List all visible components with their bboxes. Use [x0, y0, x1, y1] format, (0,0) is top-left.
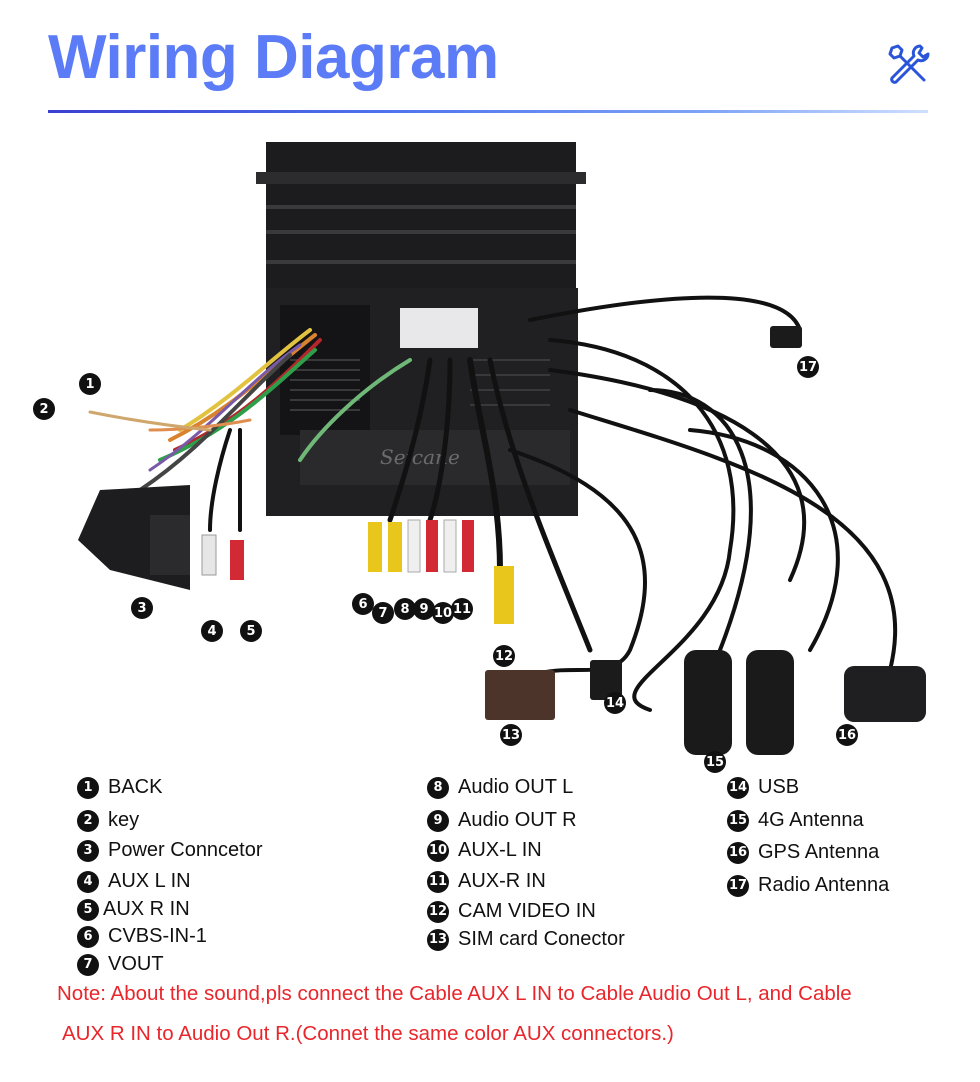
- note-line-1: Note: About the sound,pls connect the Ca…: [57, 982, 852, 1005]
- radio-chassis: Seicane: [256, 142, 586, 516]
- callout-2: 2: [33, 398, 55, 420]
- callout-9: 9: [413, 598, 435, 620]
- tools-icon: [888, 44, 930, 84]
- gps-antenna: [844, 666, 926, 722]
- callout-10: 10: [432, 602, 454, 624]
- note-line-2: AUX R IN to Audio Out R.(Connet the same…: [62, 1022, 674, 1045]
- title-divider: [48, 110, 928, 113]
- callout-12: 12: [493, 645, 515, 667]
- callout-13: 13: [500, 724, 522, 746]
- callout-4: 4: [201, 620, 223, 642]
- callout-14: 14: [604, 692, 626, 714]
- 4g-antenna-left: [684, 650, 732, 755]
- callout-1: 1: [79, 373, 101, 395]
- callout-17: 17: [797, 356, 819, 378]
- callout-16: 16: [836, 724, 858, 746]
- callout-7: 7: [372, 602, 394, 624]
- page-title: Wiring Diagram: [48, 23, 499, 92]
- head-unit-photo: Seicane: [78, 142, 926, 755]
- sim-connector: [485, 670, 555, 720]
- callout-15: 15: [704, 751, 726, 773]
- callout-11: 11: [451, 598, 473, 620]
- 4g-antenna-right: [746, 650, 794, 755]
- callout-5: 5: [240, 620, 262, 642]
- callout-3: 3: [131, 597, 153, 619]
- usb-plug: [590, 660, 622, 700]
- callout-6: 6: [352, 593, 374, 615]
- rca-plugs: [201, 519, 514, 624]
- radio-antenna-connector: [770, 326, 802, 348]
- watermark: Seicane: [380, 445, 460, 469]
- callout-8: 8: [394, 598, 416, 620]
- wire-harness: [88, 295, 898, 712]
- power-connector: [78, 485, 190, 590]
